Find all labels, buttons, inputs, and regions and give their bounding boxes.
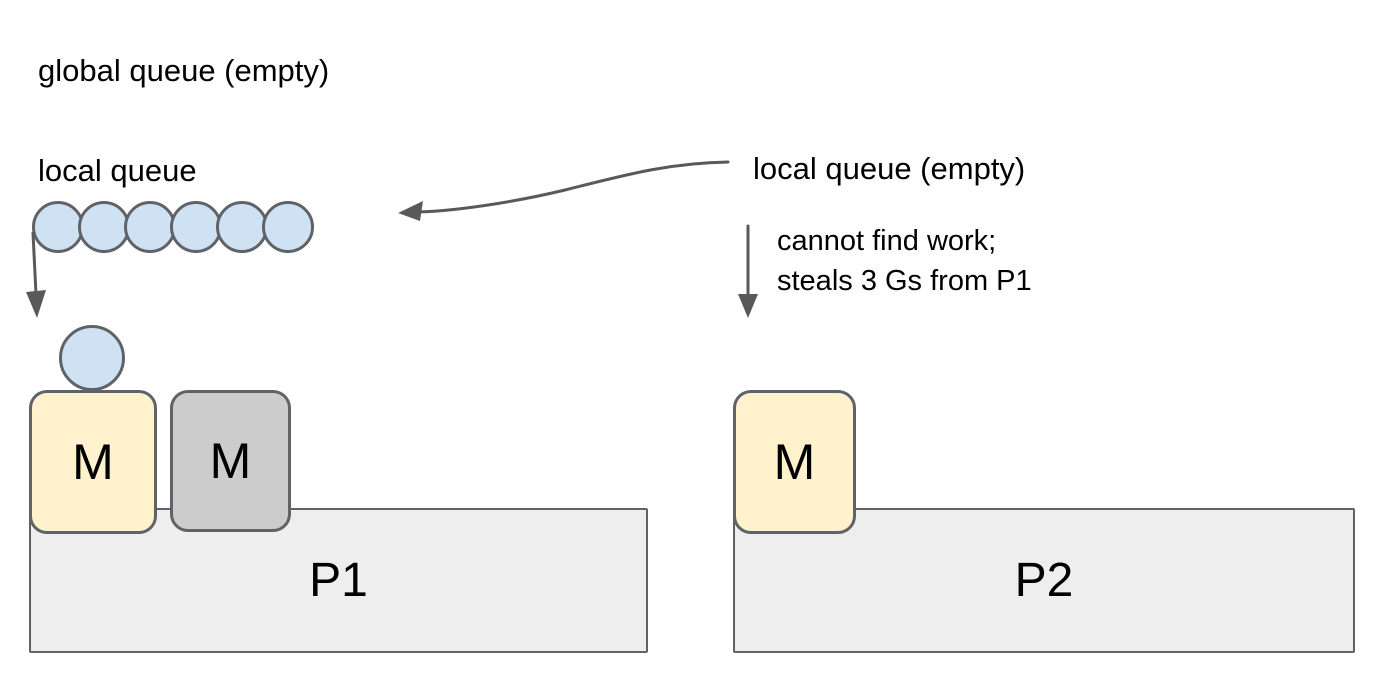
p1-local-queue-label: local queue [38,153,197,188]
arrow-steal-curve-line [410,160,730,214]
machine-m-p1-active: M [29,390,157,534]
p2-steal-note-line2: steals 3 Gs from P1 [777,265,1032,297]
machine-m-p2: M [733,390,856,534]
processor-p1-label: P1 [309,554,368,607]
machine-m-p1-active-label: M [72,434,114,490]
processor-p2-label: P2 [1014,554,1074,607]
p2-local-queue-label: local queue (empty) [753,151,1026,186]
machine-m-p2-label: M [773,434,816,490]
global-queue-label: global queue (empty) [38,53,330,88]
goroutine-circle [216,201,268,253]
goroutine-circle [170,201,222,253]
goroutine-circle [262,201,314,253]
p2-steal-note-line1: cannot find work; [777,225,997,257]
arrow-p2-search-head-icon [738,294,758,318]
goroutine-circle [124,201,176,253]
processor-p2: P2 [733,508,1355,653]
running-goroutine-circle [59,325,125,391]
goroutine-circle [32,201,84,253]
arrow-dequeue-head-icon [26,290,46,318]
machine-m-p1-idle: M [170,390,291,532]
machine-m-p1-idle-label: M [209,433,252,489]
arrow-steal-curve-head-icon [398,201,423,221]
p1-local-queue-goroutines [32,201,316,253]
goroutine-circle [78,201,130,253]
